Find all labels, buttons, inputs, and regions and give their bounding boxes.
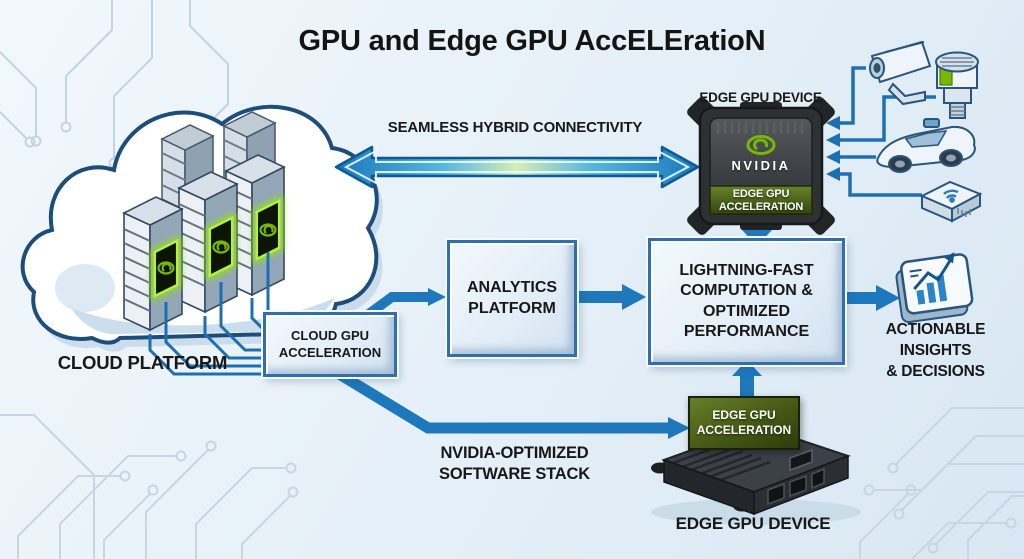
nvidia-swirl-icon [212,240,230,254]
gpu-panel [151,235,181,302]
software-stack-label: NVIDIA-OPTIMIZED SOFTWARE STACK [439,444,590,484]
connector-arrowheads [826,116,840,181]
gpu-panel [253,195,283,265]
arrow-edgeaccel-up [740,374,754,400]
edge-gpu-acceleration-band: EDGE GPU ACCELERATION [718,188,804,214]
hybrid-connectivity-arrow [334,145,700,189]
analytics-dashboard-icon [895,252,974,324]
lightning-computation-node: LIGHTNING-FAST COMPUTATION & OPTIMIZED P… [648,238,845,365]
edge-gpu-acceleration-node: EDGE GPU ACCELERATION [688,396,800,450]
gpu-panel [206,212,236,282]
arrow-lightning-to-insights [845,292,876,304]
autonomous-car-icon [876,118,976,173]
security-camera-icon [869,40,932,106]
circuit-traces-top-left [0,0,229,169]
arrow-cloudbox-to-analytics [363,292,428,321]
circuit-traces-bottom-right [859,407,1024,559]
analytics-platform-node: ANALYTICS PLATFORM [447,240,577,357]
smart-sensor-icon [935,51,979,119]
connector-edge-inputs [838,66,936,197]
server-rack-gpu [122,196,184,332]
page-title: GPU and Edge GPU AccELEratioN [298,25,766,57]
circuit-traces-bottom-left [0,414,299,559]
arrow-analytics-to-lightning [577,291,622,303]
edge-gpu-device-top [687,97,835,235]
edge-gpu-device-top-label: EDGE GPU DEVICE [699,90,822,105]
cloud-gpu-acceleration-node: CLOUD GPU ACCELERATION [263,312,397,377]
server-rack-gpu [177,171,239,314]
hybrid-connectivity-label: SEAMLESS HYBRID CONNECTIVITY [387,119,643,136]
cloud-illustration [20,104,383,352]
nvidia-swirl-icon [259,223,277,237]
edge-gpu-device-bottom-label: EDGE GPU DEVICE [675,514,831,533]
nvidia-wordmark: NVIDIA [731,158,791,173]
nvidia-swirl-icon [157,261,175,275]
edge-gpu-device-bottom [651,424,861,525]
arrow-software-stack [333,367,668,434]
cloud-platform-label: CLOUD PLATFORM [57,352,228,373]
wifi-icon [943,189,959,203]
actionable-insights-label: ACTIONABLE INSIGHTS & DECISIONS [885,321,986,380]
iot-gateway-icon [919,180,983,223]
nvidia-logo-icon [746,135,776,155]
